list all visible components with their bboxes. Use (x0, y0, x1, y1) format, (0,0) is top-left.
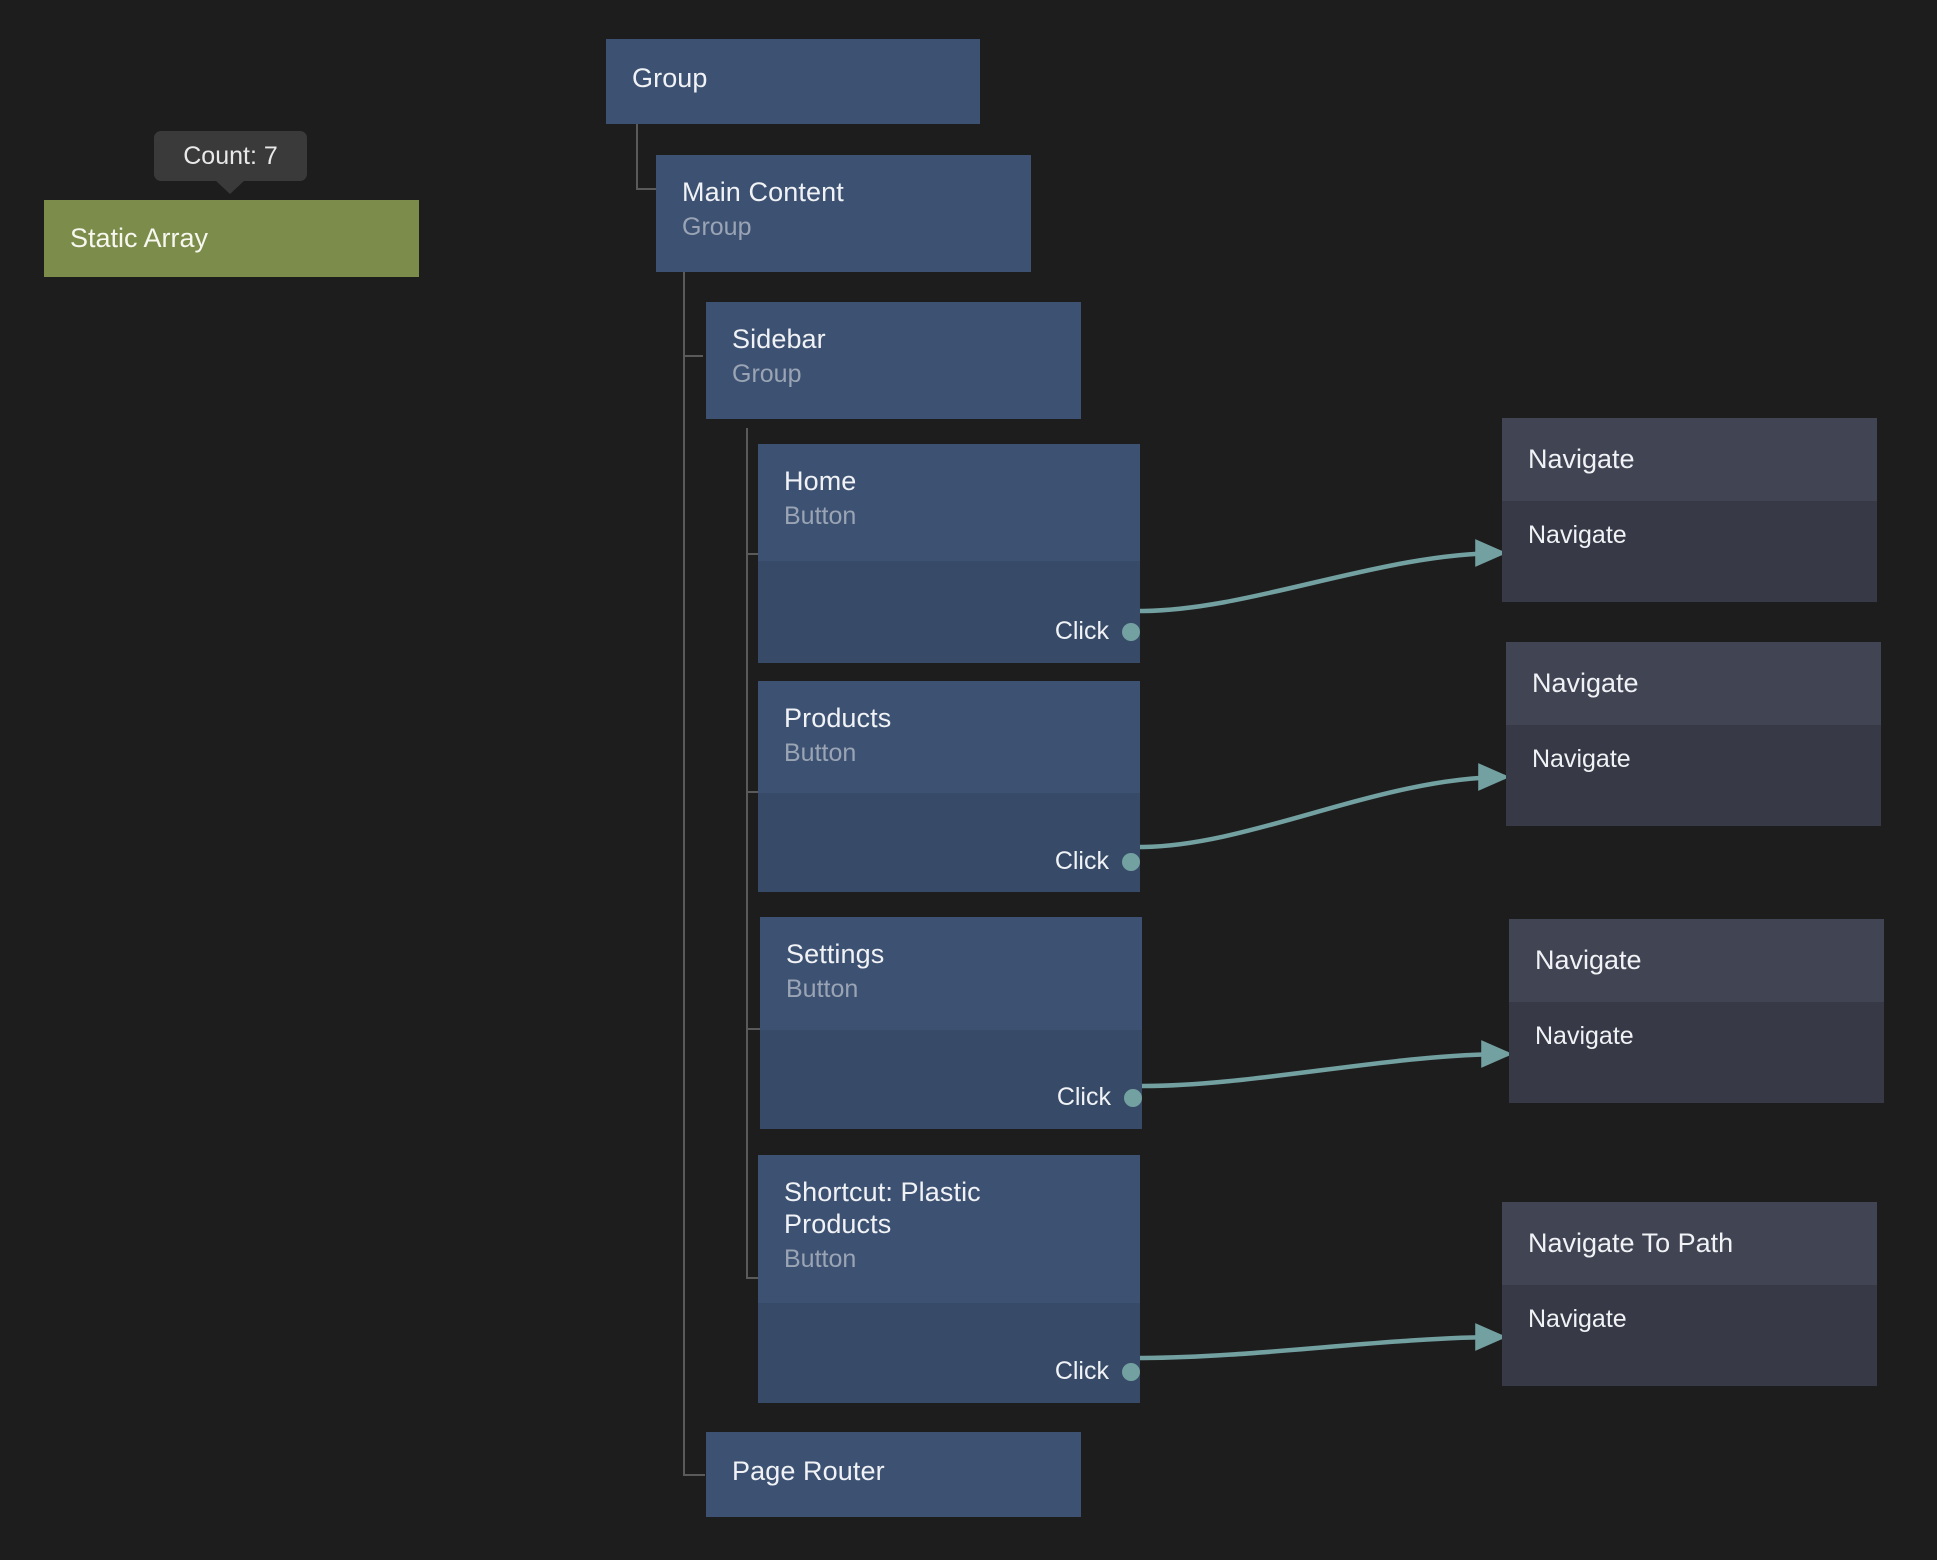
node-action-navigate-1-title: Navigate (1528, 444, 1635, 474)
node-action-navigate-3-title: Navigate (1535, 945, 1642, 975)
edge-products-click-to-navigate (1139, 763, 1510, 850)
node-action-navigate-2-title: Navigate (1532, 668, 1639, 698)
port-shortcut-click-label: Click (1054, 1357, 1109, 1385)
node-page-router[interactable]: Page Router (706, 1432, 1081, 1517)
tree-connector-products-stub (746, 791, 768, 793)
node-button-products-subtitle: Button (784, 738, 857, 767)
node-button-home-title: Home (784, 466, 857, 496)
node-button-home[interactable]: Home Button Click (758, 444, 1140, 663)
node-group-root[interactable]: Group (606, 39, 980, 124)
node-button-settings-title: Settings (786, 939, 885, 969)
tree-connector-root-stub (636, 188, 656, 190)
node-button-shortcut-title: Shortcut: Plastic Products (784, 1177, 981, 1239)
count-tooltip-label: Count: 7 (183, 141, 278, 170)
static-array-node[interactable]: Static Array (44, 200, 419, 277)
node-action-navigate-3-body: Navigate (1509, 1002, 1884, 1103)
node-button-settings-subtitle: Button (786, 974, 859, 1003)
edge-shortcut-click-to-navigate-to-path (1139, 1323, 1507, 1361)
count-tooltip-arrow (215, 180, 245, 194)
node-action-navigate-1-head: Navigate (1502, 418, 1877, 501)
port-navigate-2[interactable]: Navigate (1532, 745, 1631, 773)
port-shortcut-click[interactable]: Click (1054, 1357, 1140, 1386)
node-action-navigate-to-path[interactable]: Navigate To Path Navigate (1502, 1202, 1877, 1386)
node-button-settings-body: Click (760, 1030, 1142, 1129)
node-sidebar-head: Sidebar Group (706, 302, 1081, 409)
node-button-shortcut-plastic-products[interactable]: Shortcut: Plastic Products Button Click (758, 1155, 1140, 1403)
port-home-click[interactable]: Click (1054, 617, 1140, 646)
edge-settings-click-to-navigate (1141, 1040, 1513, 1089)
node-page-router-head: Page Router (706, 1432, 1081, 1508)
port-navigate-to-path[interactable]: Navigate (1528, 1305, 1627, 1333)
node-sidebar[interactable]: Sidebar Group (706, 302, 1081, 419)
node-main-content-subtitle: Group (682, 212, 752, 241)
node-action-navigate-to-path-body: Navigate (1502, 1285, 1877, 1386)
node-button-products-title: Products (784, 703, 892, 733)
tree-connector-main-content (683, 272, 685, 357)
node-button-settings-head: Settings Button (760, 917, 1142, 1030)
node-button-products-head: Products Button (758, 681, 1140, 793)
node-button-settings[interactable]: Settings Button Click (760, 917, 1142, 1129)
tree-connector-sidebar-spine (683, 355, 685, 1475)
node-button-home-body: Click (758, 561, 1140, 663)
node-main-content[interactable]: Main Content Group (656, 155, 1031, 272)
port-navigate-3[interactable]: Navigate (1535, 1022, 1634, 1050)
node-action-navigate-2[interactable]: Navigate Navigate (1506, 642, 1881, 826)
node-button-home-subtitle: Button (784, 501, 857, 530)
node-button-shortcut-head: Shortcut: Plastic Products Button (758, 1155, 1140, 1303)
node-action-navigate-1[interactable]: Navigate Navigate (1502, 418, 1877, 602)
node-action-navigate-3[interactable]: Navigate Navigate (1509, 919, 1884, 1103)
node-button-shortcut-subtitle: Button (784, 1244, 857, 1273)
port-home-click-label: Click (1054, 617, 1109, 645)
node-group-root-head: Group (606, 39, 980, 115)
port-shortcut-click-dot[interactable] (1122, 1362, 1140, 1381)
node-action-navigate-3-head: Navigate (1509, 919, 1884, 1002)
tree-connector-page-router-stub (683, 1474, 705, 1476)
node-action-navigate-1-body: Navigate (1502, 501, 1877, 602)
tree-connector-shortcut-stub (746, 1277, 768, 1279)
port-products-click-label: Click (1054, 847, 1109, 875)
node-button-products-body: Click (758, 793, 1140, 892)
port-settings-click-label: Click (1056, 1083, 1111, 1111)
node-action-navigate-2-body: Navigate (1506, 725, 1881, 826)
count-tooltip: Count: 7 (154, 131, 307, 181)
node-button-products[interactable]: Products Button Click (758, 681, 1140, 892)
node-main-content-title: Main Content (682, 177, 844, 207)
node-group-root-title: Group (632, 63, 708, 93)
port-settings-click[interactable]: Click (1056, 1083, 1142, 1112)
port-products-click[interactable]: Click (1054, 847, 1140, 876)
node-button-home-head: Home Button (758, 444, 1140, 561)
static-array-label: Static Array (70, 223, 209, 253)
node-page-router-title: Page Router (732, 1456, 885, 1486)
port-settings-click-dot[interactable] (1124, 1088, 1142, 1107)
tree-connector-sidebar-children (746, 428, 748, 1278)
tree-connector-settings-stub (746, 1028, 768, 1030)
tree-connector-main-content-stub (683, 355, 703, 357)
port-products-click-dot[interactable] (1122, 852, 1140, 871)
edge-home-click-to-navigate (1139, 539, 1507, 614)
node-main-content-head: Main Content Group (656, 155, 1031, 262)
node-action-navigate-to-path-head: Navigate To Path (1502, 1202, 1877, 1285)
node-button-shortcut-body: Click (758, 1303, 1140, 1403)
node-sidebar-title: Sidebar (732, 324, 826, 354)
tree-connector-home-stub (746, 553, 768, 555)
port-navigate-1[interactable]: Navigate (1528, 521, 1627, 549)
node-sidebar-subtitle: Group (732, 359, 802, 388)
port-home-click-dot[interactable] (1122, 622, 1140, 641)
node-action-navigate-2-head: Navigate (1506, 642, 1881, 725)
tree-connector-root (636, 124, 638, 190)
node-action-navigate-to-path-title: Navigate To Path (1528, 1228, 1734, 1258)
